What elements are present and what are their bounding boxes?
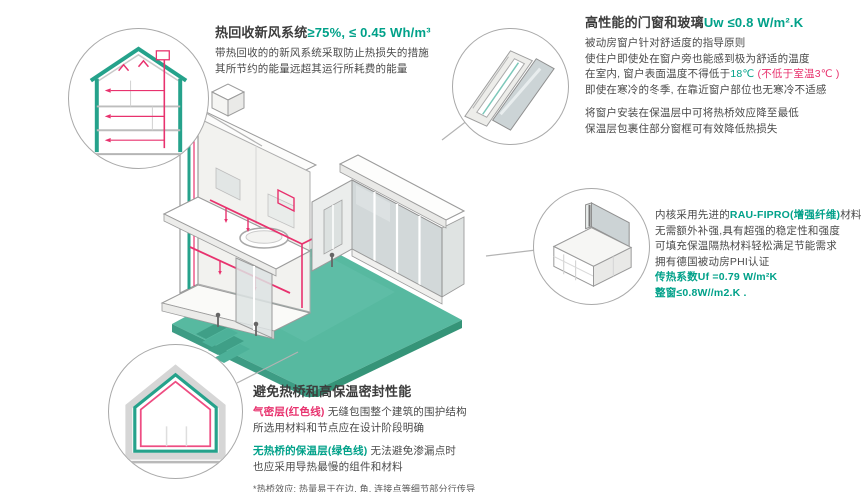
windows-body-line: 即使在寒冷的冬季, 在靠近窗户部位也无寒冷不适感 <box>585 83 827 96</box>
windows-title: 高性能的门窗和玻璃Uw ≤0.8 W/m².K <box>585 14 860 31</box>
thermal-bridge-title: 避免热桥和高保温密封性能 <box>253 384 412 399</box>
windows-title-value: Uw ≤0.8 W/m².K <box>703 15 804 30</box>
thermal-body-line: 气密层(红色线) 无缝包围整个建筑的围护结构 <box>253 405 573 421</box>
window-detail-callout <box>452 28 569 145</box>
profile-line: 无需额外补强,具有超强的稳定性和强度 <box>655 224 841 237</box>
profile-line: 拥有德国被动房PHI认证 <box>655 255 770 268</box>
windows-title-text: 高性能的门窗和玻璃 <box>585 15 704 30</box>
thermal-body-line: 也应采用导热最慢的组件和材料 <box>253 460 403 473</box>
heat-recovery-title-text: 热回收新风系统 <box>215 25 308 40</box>
frame-profile-callout <box>533 188 650 305</box>
thermal-body-line: 无热桥的保温层(绿色线) 无法避免渗漏点时 <box>253 444 573 460</box>
roof-vent-box <box>210 83 246 117</box>
profile-line: 可填充保温隔热材料轻松满足节能需求 <box>655 240 837 252</box>
profile-uw-value: 整窗≤0.8W//m2.K . <box>655 286 747 299</box>
heat-recovery-title-value: ≥75%, ≤ 0.45 Wh/m³ <box>307 25 431 40</box>
heat-recovery-body-line: 其所节约的能量远超其运行所耗费的能量 <box>215 62 408 75</box>
windows-body-line: 被动房窗户针对舒适度的指导原则 <box>585 37 746 49</box>
windows-body-line: 将窗户安装在保温层中可将热桥效应降至最低 <box>585 107 799 119</box>
profile-text: 内核采用先进的 <box>655 209 730 221</box>
heat-recovery-callout <box>68 28 209 169</box>
heat-recovery-body-line: 带热回收的的新风系统采取防止热损失的措施 <box>215 47 429 59</box>
windows-text-block: 高性能的门窗和玻璃Uw ≤0.8 W/m².K 被动房窗户针对舒适度的指导原则 … <box>585 14 860 137</box>
thermal-bridge-footnote: *热桥效应: 热量易于在边, 角, 连接点等细节部分行传导 <box>253 484 476 492</box>
windows-body-line: 在室内, 窗户表面温度不得低于18℃ (不低于室温3℃ ) <box>585 67 860 83</box>
thermal-text: 无缝包围整个建筑的围护结构 <box>324 406 467 418</box>
glazed-wing <box>311 154 466 305</box>
windows-temp-note: (不低于室温3℃ ) <box>754 68 840 80</box>
windows-body-line: 使住户即使处在窗户旁也能感到极为舒适的温度 <box>585 52 810 65</box>
insulation-layer-label: 无热桥的保温层(绿色线) <box>253 445 368 457</box>
profile-text-block: 内核采用先进的RAU-FIPRO(增强纤维)材料 无需额外补强,具有超强的稳定性… <box>655 208 863 301</box>
heat-recovery-title: 热回收新风系统≥75%, ≤ 0.45 Wh/m³ <box>215 24 490 41</box>
thermal-bridge-callout <box>108 344 243 479</box>
profile-line: 内核采用先进的RAU-FIPRO(增强纤维)材料 <box>655 208 863 224</box>
profile-material-name: RAU-FIPRO(增强纤维) <box>729 209 841 221</box>
people-figures <box>215 252 335 336</box>
heat-recovery-text-block: 热回收新风系统≥75%, ≤ 0.45 Wh/m³ 带热回收的的新风系统采取防止… <box>215 24 490 77</box>
middle-floor-slab <box>162 196 312 277</box>
house-section-ventilation-icon <box>82 46 195 156</box>
thermal-body-line: 所选用材料和节点应在设计阶段明确 <box>253 421 425 434</box>
airtight-layer-label: 气密层(红色线) <box>253 406 325 418</box>
house-insulation-layers-icon <box>116 364 235 464</box>
windows-temp-value: 18℃ <box>730 68 755 80</box>
window-frame-profile-icon <box>552 202 633 287</box>
isometric-house-illustration <box>160 83 466 397</box>
windows-body-line: 保温层包裹住部分窗框可有效降低热损失 <box>585 122 778 135</box>
thermal-bridge-text-block: 避免热桥和高保温密封性能 气密层(红色线) 无缝包围整个建筑的围护结构 所选用材… <box>253 383 573 492</box>
bathtub <box>239 227 289 249</box>
thermal-text: 无法避免渗漏点时 <box>367 445 457 457</box>
ground-floor-glazing <box>235 257 273 339</box>
windows-body-text: 在室内, 窗户表面温度不得低于 <box>585 68 731 80</box>
garden-stairs <box>196 320 250 363</box>
profile-text: 材料 <box>840 209 862 221</box>
window-corner-detail-icon <box>464 50 555 131</box>
profile-uf-value: 传热系数Uf =0.79 W/m²K <box>655 271 778 283</box>
